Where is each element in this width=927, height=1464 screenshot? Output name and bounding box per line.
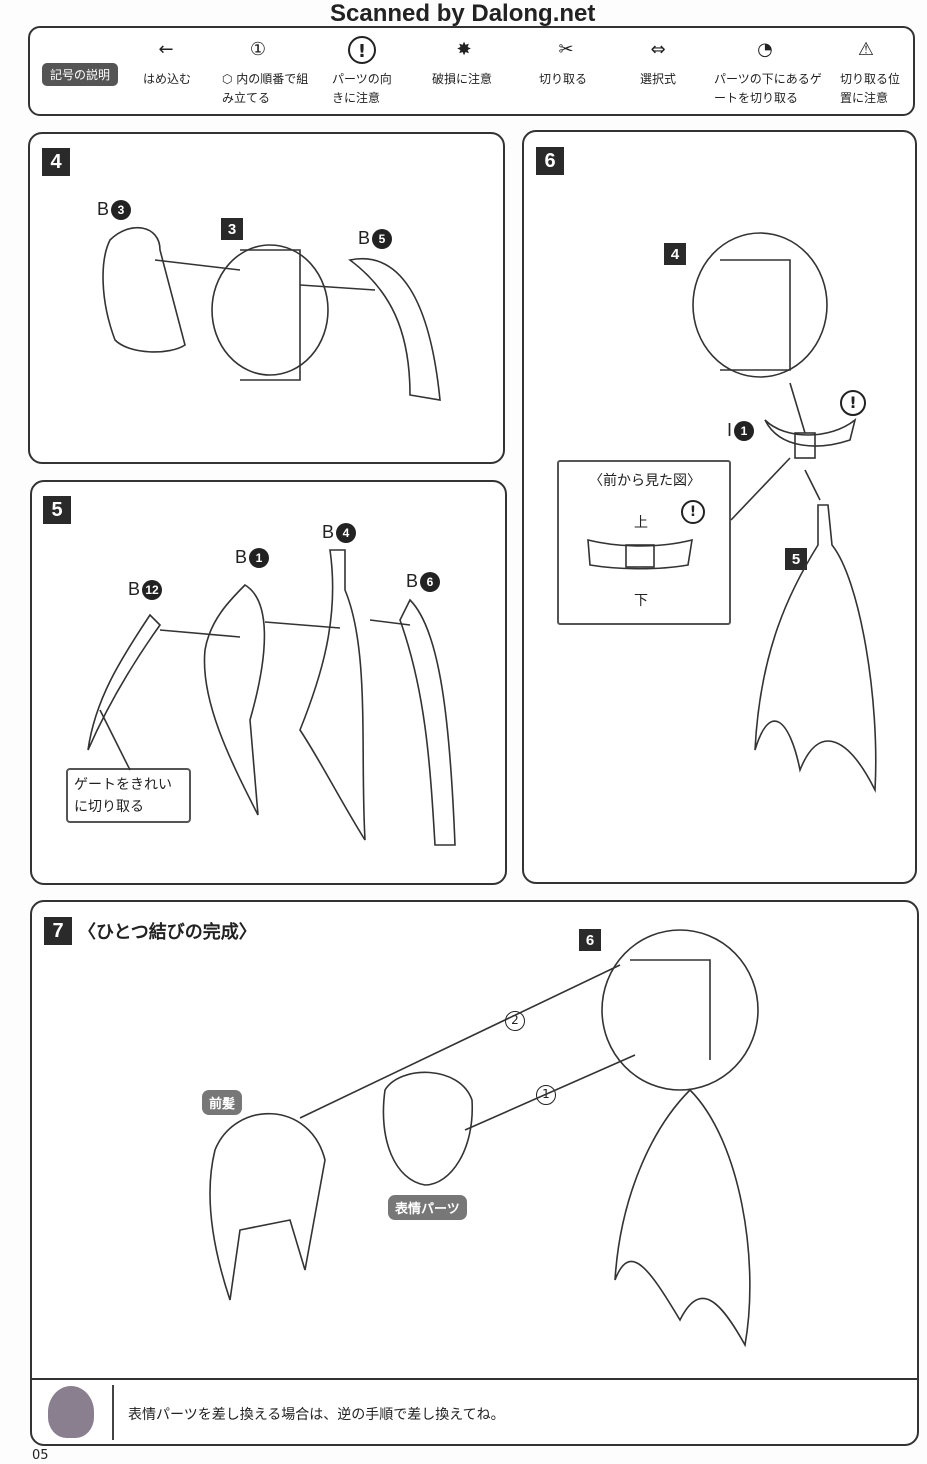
part-number: 1 [249,547,270,568]
gate-callout: ゲートをきれいに切り取る [66,768,191,823]
legend-label: はめ込む [143,72,192,86]
part-letter: B [406,571,419,591]
mascot-avatar [48,1386,94,1438]
legend-label: ⬡ 内の順番で組み立てる [222,72,309,105]
sub-step-badge: 6 [579,929,601,951]
exclamation-icon: ! [681,500,705,524]
legend-label: 切り取る位置に注意 [840,72,901,105]
legend-label: パーツの向きに注意 [332,72,392,105]
bangs-tag: 前髪 [202,1090,243,1115]
sub-step-badge: 4 [664,243,686,265]
step-4-panel [28,132,505,464]
part-number: 1 [734,420,755,441]
part-letter: B [322,522,335,542]
gate-under-icon: ◔ [757,39,773,60]
legend-label: 破損に注意 [432,72,493,86]
front-view-callout: 〈前から見た図〉 上 下 ! [557,460,731,625]
exclamation-icon: ! [348,36,376,64]
part-letter: I [727,420,733,440]
part-number: 5 [372,228,393,249]
note-text: 表情パーツを差し換える場合は、逆の手順で差し換えてね。 [128,1407,505,1423]
step-6-drawing [587,232,877,794]
legend-label: 選択式 [640,72,677,86]
part-number: 6 [420,571,441,592]
legend-title: 記号の説明 [42,63,119,86]
step-number: 7 [44,917,72,945]
arrow-left-icon: ← [158,39,174,60]
damage-icon: ✸ [456,39,472,60]
step-5-drawing [87,549,456,846]
label-top: 上 [634,515,648,531]
note-divider [30,1378,919,1380]
face-parts-tag: 表情パーツ [388,1195,467,1220]
part-letter: B [235,547,248,567]
callout-title: 〈前から見た図〉 [589,473,701,489]
label-bottom: 下 [634,593,648,609]
cut-position-icon: ⚠ [857,39,875,60]
step-number: 4 [42,148,70,176]
step-title: 〈ひとつ結びの完成〉 [78,922,257,943]
order-2-marker: 2 [505,1011,525,1031]
nipper-icon: ✂ [558,39,574,60]
sub-step-badge: 3 [221,218,243,240]
legend-label: パーツの下にあるゲートを切り取る [714,72,822,105]
page-number: 05 [32,1448,49,1463]
part-number: 4 [336,522,357,543]
part-number: 12 [142,579,163,600]
sub-step-badge: 5 [785,548,807,570]
legend-bar: 記号の説明 [28,26,915,116]
step-4-drawing [102,226,441,401]
part-number: 3 [111,199,132,220]
part-letter: B [358,228,371,248]
step-7-panel [30,900,919,1446]
choice-arrows-icon: ⇔ [650,39,666,60]
step-number: 6 [536,147,564,175]
note-separator [112,1385,114,1440]
step-7-drawing [209,929,759,1348]
legend-label: 切り取る [539,72,588,86]
part-letter: B [97,199,110,219]
part-letter: B [128,579,141,599]
exclamation-icon: ! [840,390,866,416]
hexagon-number-icon: ① [249,39,267,60]
step-number: 5 [43,496,71,524]
